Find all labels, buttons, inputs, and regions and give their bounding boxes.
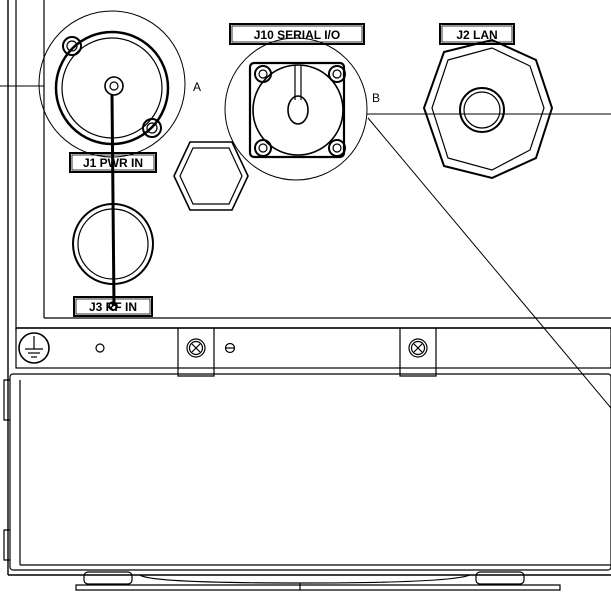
ground-symbol-icon — [18, 332, 50, 364]
bottom-rail — [75, 571, 561, 591]
j3-label: J3 RF IN — [89, 300, 137, 314]
phillips-screw-icon — [254, 65, 346, 157]
phillips-screw-icon — [408, 338, 428, 358]
mount-hole — [95, 343, 105, 353]
mounting-strip — [15, 327, 611, 377]
j3-label-box: J3 RF IN — [73, 296, 153, 317]
j3-rf-connector — [72, 203, 154, 311]
callout-b: B — [372, 91, 380, 105]
lower-cover — [3, 373, 611, 571]
j2-label: J2 LAN — [456, 28, 497, 42]
enclosure — [7, 0, 611, 576]
phillips-screw-icon — [186, 338, 206, 358]
j10-label-box: J10 SERIAL I/O — [229, 23, 365, 45]
j10-serial-connector — [224, 37, 611, 409]
j2-lan-gland — [422, 38, 554, 180]
j1-label-box: J1 PWR IN — [69, 152, 157, 173]
hex-plug — [173, 141, 249, 211]
callout-a: A — [193, 80, 201, 94]
j10-label: J10 SERIAL I/O — [254, 28, 340, 42]
j2-label-box: J2 LAN — [439, 23, 515, 45]
mount-hole — [224, 342, 236, 354]
j1-label: J1 PWR IN — [83, 156, 143, 170]
j1-power-connector — [0, 10, 186, 307]
